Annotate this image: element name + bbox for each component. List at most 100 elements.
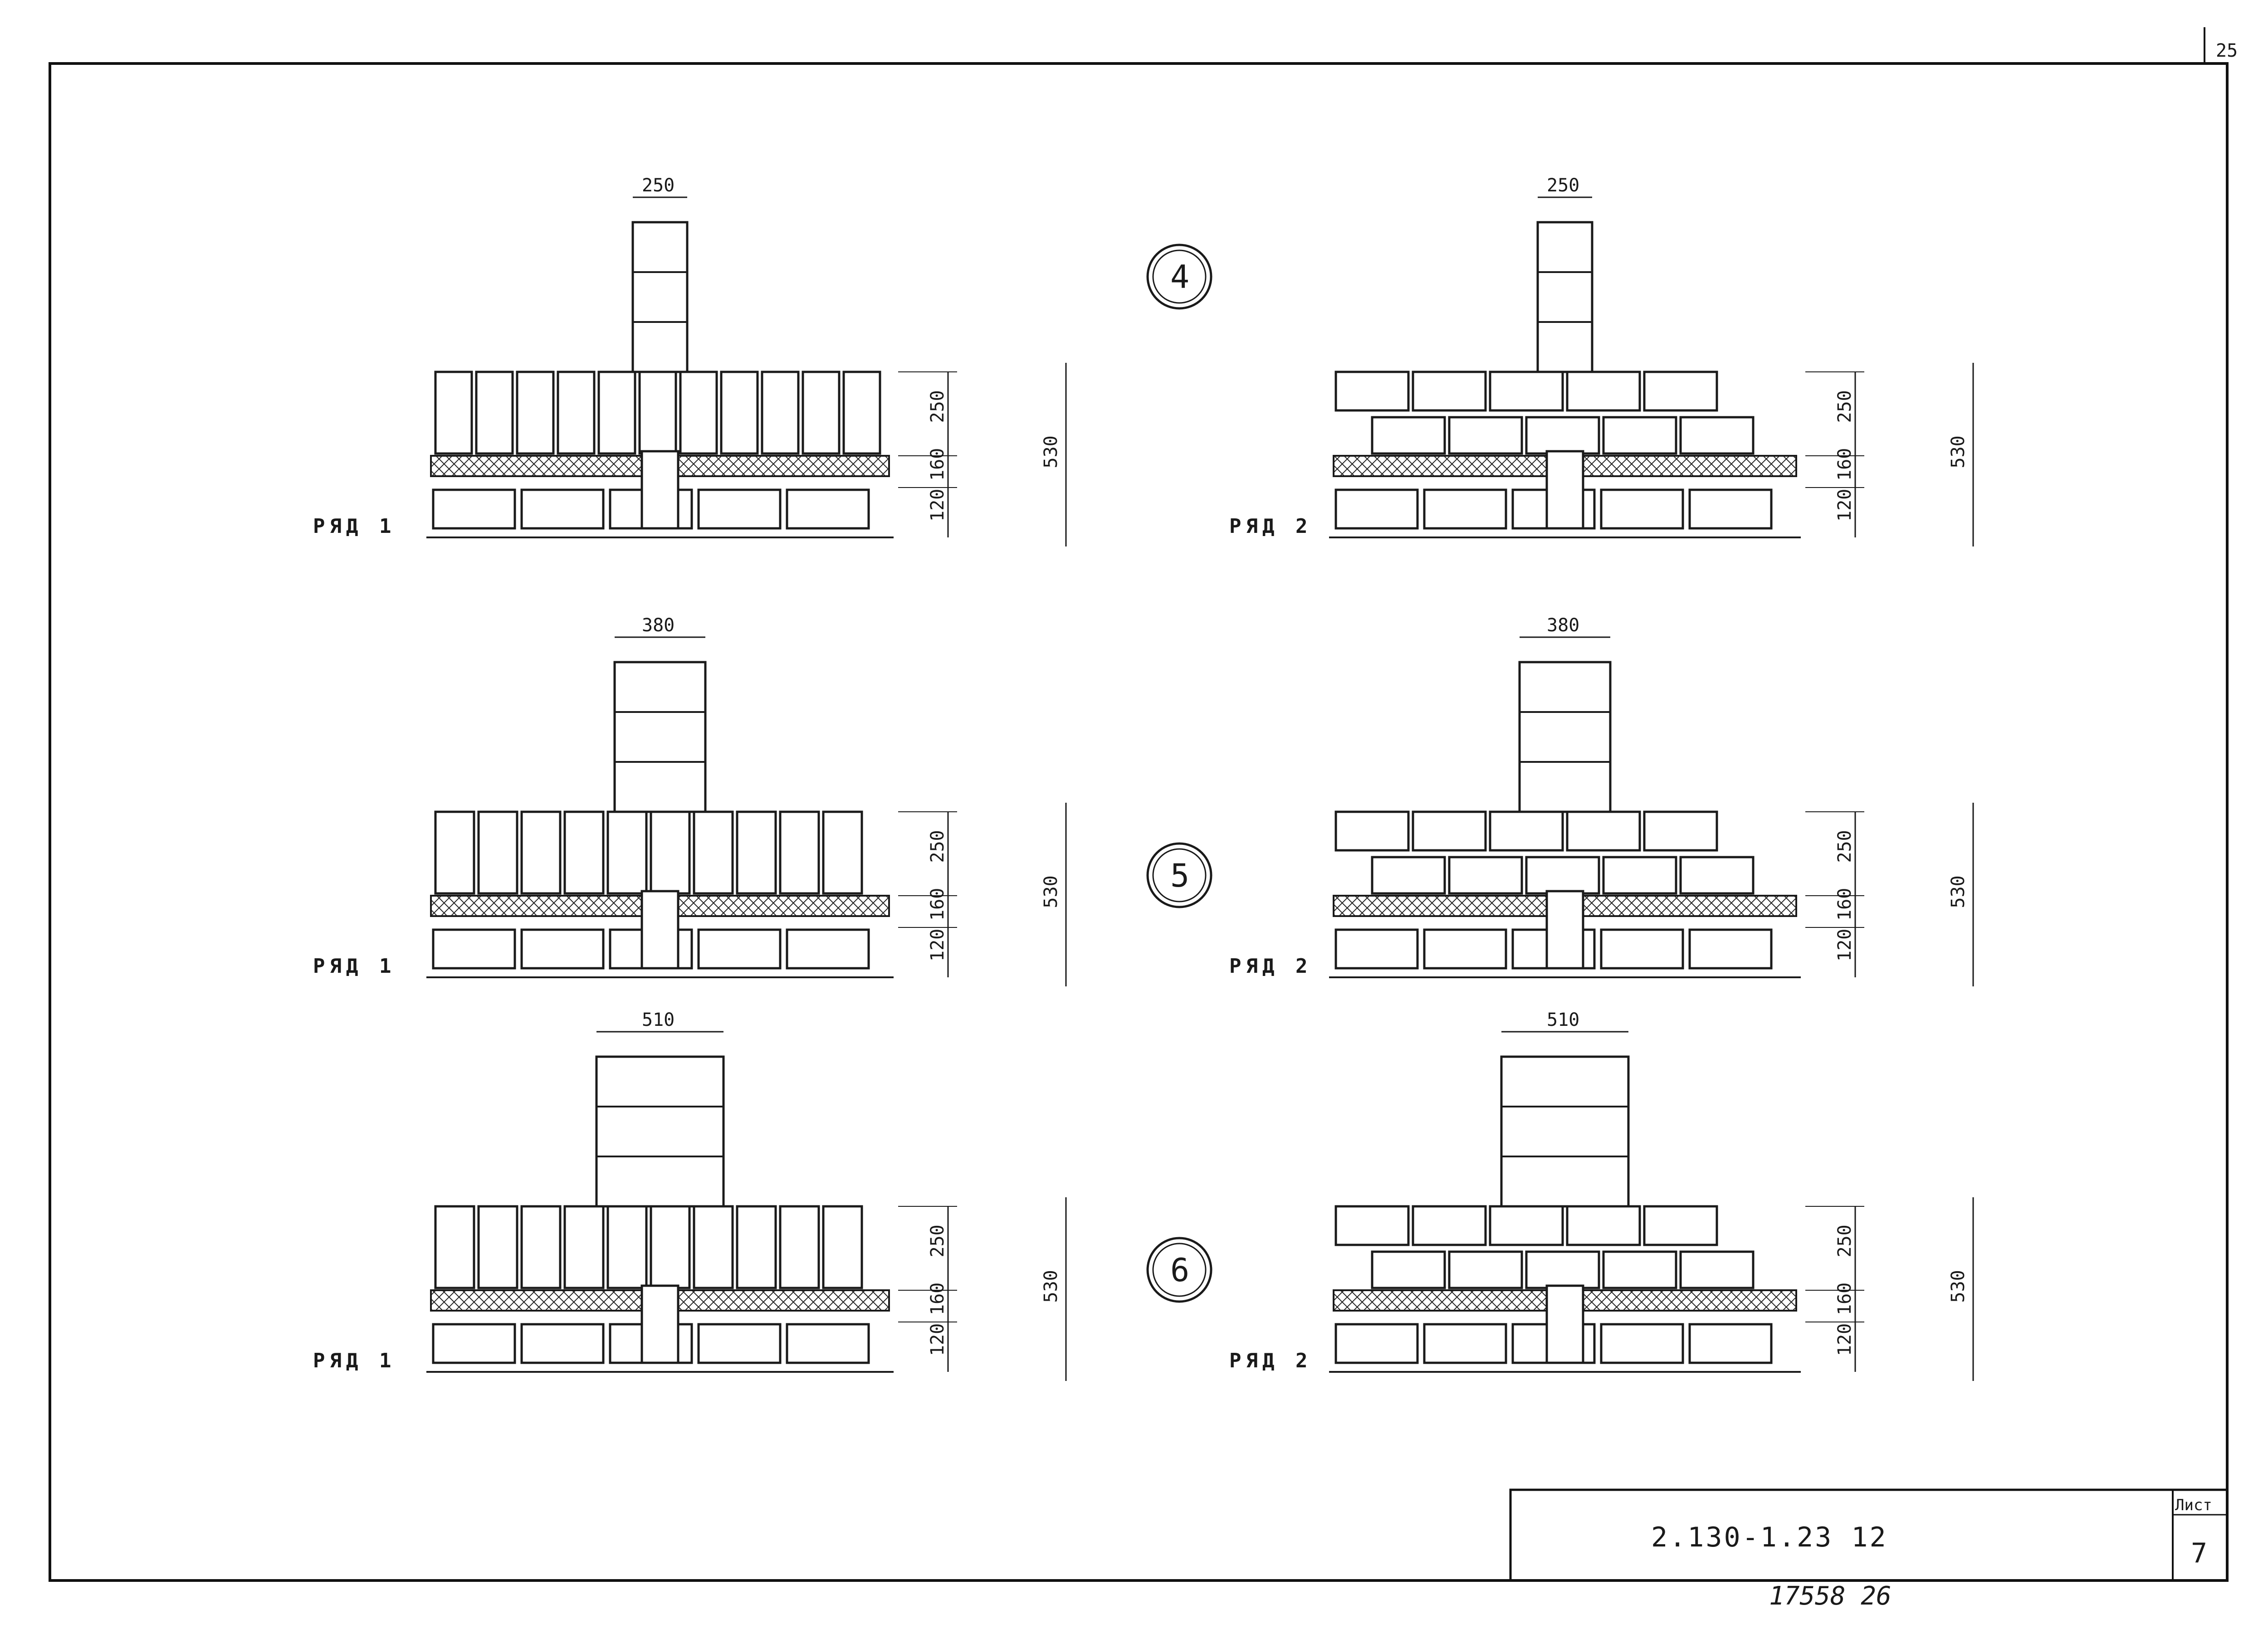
- brick-lower: [1600, 488, 1684, 530]
- brick-lower: [697, 928, 782, 970]
- brick-stretcher: [1679, 416, 1755, 455]
- tie-brick: [640, 450, 679, 530]
- detail-marker-inner-circle: [1152, 848, 1207, 902]
- brick-header: [638, 371, 677, 455]
- row-label: РЯД 2: [1229, 1349, 1312, 1372]
- width-dimension-label: 380: [1547, 615, 1579, 636]
- detail-marker-circle: [1146, 244, 1212, 310]
- tie-brick: [1545, 450, 1584, 530]
- layer-dimension-label: 250: [927, 830, 948, 863]
- brick-header: [736, 1205, 777, 1289]
- brick-header: [477, 1205, 518, 1289]
- title-block: 2.130-1.23 12 Лист 7: [1509, 1488, 2229, 1582]
- brick-stretcher: [1489, 810, 1564, 852]
- brick-stretcher: [1566, 810, 1641, 852]
- brick-lower: [786, 488, 870, 530]
- row-label: РЯД 1: [313, 515, 396, 538]
- brick-header: [736, 810, 777, 895]
- total-dimension-label: 530: [1041, 875, 1061, 908]
- detail-marker-number: 4: [1170, 259, 1189, 296]
- brick-header: [802, 371, 841, 455]
- layer-dimension-label: 250: [927, 1224, 948, 1257]
- cross-wall: [613, 661, 707, 813]
- total-dimension-label: 530: [1948, 875, 1969, 908]
- tie-brick: [1545, 1284, 1584, 1364]
- sheet-frame: [49, 62, 2229, 1582]
- brick-header: [822, 1205, 863, 1289]
- brick-header: [434, 1205, 475, 1289]
- brick-stretcher: [1602, 1250, 1677, 1289]
- brick-stretcher: [1525, 856, 1600, 895]
- brick-stretcher: [1412, 371, 1487, 412]
- detail-marker-number: 5: [1170, 857, 1189, 894]
- brick-stretcher: [1643, 810, 1718, 852]
- brick-lower: [1334, 1323, 1419, 1364]
- detail-marker-circle: [1146, 842, 1212, 908]
- brick-stretcher: [1566, 1205, 1641, 1246]
- layer-dimension-label: 120: [927, 1323, 948, 1356]
- brick-lower: [1688, 488, 1773, 530]
- layer-dimension-label: 120: [927, 929, 948, 961]
- tie-brick: [1545, 890, 1584, 970]
- brick-stretcher: [1334, 1205, 1410, 1246]
- brick-lower: [432, 1323, 516, 1364]
- brick-header: [761, 371, 800, 455]
- brick-stretcher: [1371, 416, 1446, 455]
- brick-lower: [1423, 928, 1507, 970]
- brick-header: [779, 1205, 820, 1289]
- brick-lower: [1423, 1323, 1507, 1364]
- brick-lower: [1423, 488, 1507, 530]
- footer-note: 17558 26: [1769, 1581, 1892, 1611]
- brick-header: [516, 371, 555, 455]
- brick-header: [650, 1205, 691, 1289]
- brick-lower: [786, 1323, 870, 1364]
- row-label: РЯД 1: [313, 1349, 396, 1372]
- brick-stretcher: [1371, 1250, 1446, 1289]
- brick-header: [520, 810, 562, 895]
- brick-stretcher: [1334, 810, 1410, 852]
- layer-dimension-label: 160: [1834, 1283, 1855, 1315]
- brick-stretcher: [1525, 416, 1600, 455]
- brick-header: [563, 810, 605, 895]
- brick-header: [434, 371, 473, 455]
- total-dimension-label: 530: [1041, 1270, 1061, 1302]
- layer-dimension-label: 160: [927, 888, 948, 921]
- brick-lower: [520, 928, 605, 970]
- brick-header: [822, 810, 863, 895]
- brick-header: [720, 371, 759, 455]
- cross-wall: [1518, 661, 1612, 813]
- brick-header: [520, 1205, 562, 1289]
- brick-header: [606, 810, 648, 895]
- brick-stretcher: [1679, 856, 1755, 895]
- detail-marker-number: 6: [1170, 1252, 1189, 1289]
- brick-lower: [520, 488, 605, 530]
- total-dimension-label: 530: [1041, 435, 1061, 468]
- brick-stretcher: [1602, 856, 1677, 895]
- designation-code: 2.130-1.23 12: [1651, 1522, 1888, 1553]
- layer-dimension-label: 250: [1834, 390, 1855, 423]
- layer-dimension-label: 120: [1834, 929, 1855, 961]
- width-dimension-label: 380: [642, 615, 675, 636]
- brick-stretcher: [1566, 371, 1641, 412]
- brick-stretcher: [1643, 1205, 1718, 1246]
- row-label: РЯД 2: [1229, 515, 1312, 538]
- brick-header: [557, 371, 596, 455]
- brick-lower: [786, 928, 870, 970]
- sheet-label: Лист: [2175, 1496, 2212, 1514]
- brick-lower: [1688, 1323, 1773, 1364]
- brick-header: [434, 810, 475, 895]
- sheet-number-top: 25: [2216, 40, 2238, 61]
- sheet-value: 7: [2191, 1537, 2209, 1569]
- title-block-frame: [1509, 1488, 2229, 1582]
- brick-stretcher: [1489, 371, 1564, 412]
- brick-header: [679, 371, 718, 455]
- width-dimension-label: 250: [642, 175, 675, 196]
- layer-dimension-label: 160: [1834, 448, 1855, 481]
- row-label: РЯД 1: [313, 955, 396, 978]
- brick-lower: [1334, 928, 1419, 970]
